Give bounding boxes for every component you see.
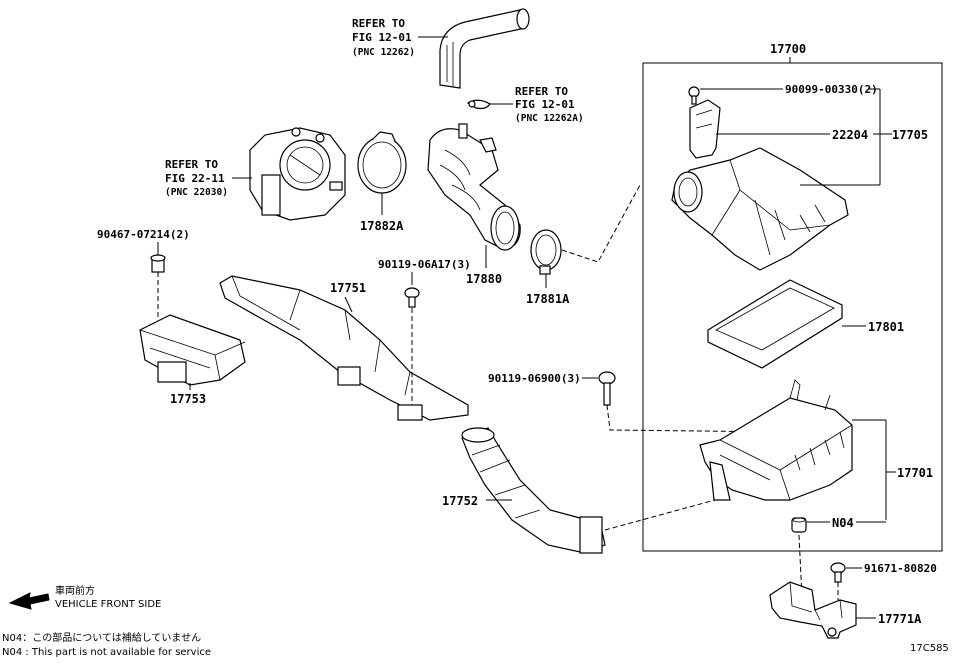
part-90099-screw[interactable] (688, 86, 700, 105)
part-22204-sensor[interactable] (689, 99, 721, 159)
ref-12262a-line2: FIG 12-01 (515, 98, 575, 111)
legend-note-jp: N04：この部品については補給していません (2, 631, 201, 644)
label-17882a[interactable]: 17882A (360, 219, 404, 233)
label-22204[interactable]: 22204 (832, 128, 868, 142)
label-17751[interactable]: 17751 (330, 281, 366, 295)
label-17700[interactable]: 17700 (770, 42, 806, 56)
label-90119b[interactable]: 90119-06900(3) (488, 372, 581, 385)
hose-clip-ref-12262a[interactable] (466, 99, 491, 110)
label-17801[interactable]: 17801 (868, 320, 904, 334)
part-17771a-bracket[interactable] (769, 581, 857, 639)
throttle-body-ref-22030[interactable] (249, 127, 346, 221)
ref-12262a-line3: (PNC 12262A) (515, 113, 584, 124)
part-17753-bracket[interactable] (139, 314, 246, 386)
ref-12262-line3: (PNC 12262) (352, 47, 415, 58)
label-17701[interactable]: 17701 (897, 466, 933, 480)
part-17882a-gasket[interactable] (357, 131, 407, 194)
ref-12262-line2: FIG 12-01 (352, 31, 412, 44)
legend-front-jp: 車両前方 (55, 584, 95, 597)
part-17705-air-cleaner-cap[interactable] (671, 147, 849, 271)
part-90119b-bolt[interactable] (598, 371, 616, 406)
assembly-box-17700 (642, 62, 943, 552)
label-17771a[interactable]: 17771A (878, 612, 922, 626)
label-90467[interactable]: 90467-07214(2) (97, 228, 190, 241)
label-17880[interactable]: 17880 (466, 272, 502, 286)
ref-22030-line2: FIG 22-11 (165, 172, 225, 185)
part-n04-grommet[interactable] (791, 517, 807, 533)
part-17701-case[interactable] (699, 379, 853, 501)
label-90099[interactable]: 90099-00330(2) (785, 83, 878, 96)
front-arrow-icon (8, 592, 50, 610)
ref-22030-line1: REFER TO (165, 158, 218, 171)
part-91671-bolt[interactable] (830, 562, 846, 583)
legend-note-en: N04 : This part is not available for ser… (2, 647, 211, 658)
part-17752-duct[interactable] (461, 427, 606, 554)
part-17881a-clamp[interactable] (530, 229, 562, 275)
label-90119a[interactable]: 90119-06A17(3) (378, 258, 471, 271)
figure-code: 17C585 (910, 643, 949, 654)
label-17753[interactable]: 17753 (170, 392, 206, 406)
label-17881a[interactable]: 17881A (526, 292, 570, 306)
ref-12262a-line1: REFER TO (515, 85, 568, 98)
part-90467-clip[interactable] (150, 254, 166, 273)
label-17705[interactable]: 17705 (892, 128, 928, 142)
part-17801-filter[interactable] (707, 279, 843, 369)
label-n04[interactable]: N04 (832, 516, 854, 530)
part-90119a-bolt[interactable] (404, 287, 420, 308)
intake-pipe-ref-12262[interactable] (439, 8, 530, 89)
label-17752[interactable]: 17752 (442, 494, 478, 508)
ref-22030-line3: (PNC 22030) (165, 187, 228, 198)
label-91671[interactable]: 91671-80820 (864, 562, 937, 575)
ref-12262-line1: REFER TO (352, 17, 405, 30)
part-17751-duct[interactable] (219, 275, 469, 421)
part-17880-hose[interactable] (427, 123, 521, 251)
legend-front-en: VEHICLE FRONT SIDE (55, 599, 161, 610)
